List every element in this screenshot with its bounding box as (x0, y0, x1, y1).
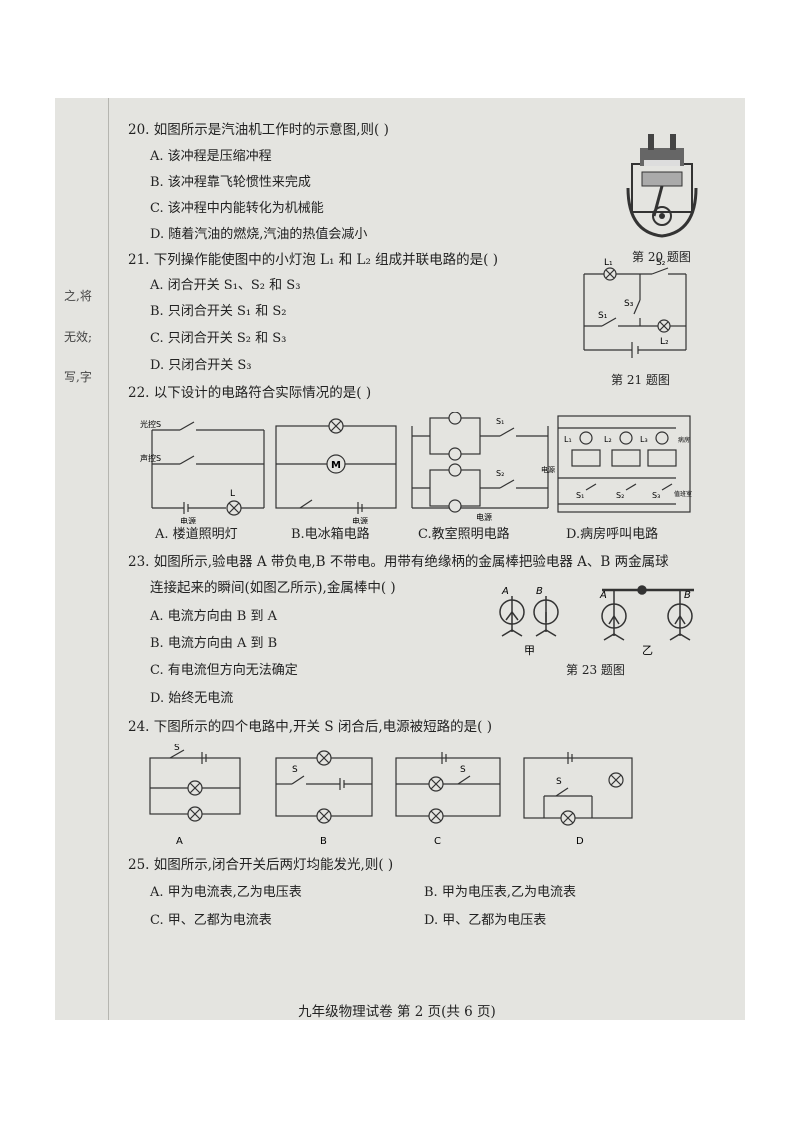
figure-yi-label: 乙 (642, 644, 653, 657)
question-23-option-a[interactable]: A. 电流方向由 B 到 A (150, 609, 277, 624)
figure-22-caption-a: A. 楼道照明灯 (155, 527, 238, 542)
question-23-option-d[interactable]: D. 始终无电流 (150, 691, 234, 706)
question-21-option-a[interactable]: A. 闭合开关 S₁、S₂ 和 S₃ (150, 278, 301, 293)
d-s2-label: S₂ (616, 491, 624, 500)
circuit-21-figure: L₁ S₂ S₃ S₁ L₂ (583, 258, 687, 358)
electroscope-figure: A B A B 甲 乙 (499, 585, 694, 657)
d-room2-label: 值班室 (674, 490, 692, 498)
question-20-option-d[interactable]: D. 随着汽油的燃烧,汽油的热值会减小 (150, 227, 368, 242)
d-l2-label: L₂ (604, 435, 612, 444)
question-21-option-d[interactable]: D. 只闭合开关 S₃ (150, 358, 252, 373)
d-room1-label: 病房 (678, 436, 690, 444)
margin-fragment: 无效; (64, 330, 93, 344)
circuit-24-caption-d: D (576, 836, 584, 847)
a-light-switch-label: 光控S (140, 419, 161, 429)
question-23-stem-line2: 连接起来的瞬间(如图乙所示),金属棒中( ) (150, 580, 396, 596)
a-lamp-label: L (230, 489, 235, 499)
d-source-label: 电源 (541, 465, 555, 474)
c-s1-label: S₁ (496, 417, 504, 426)
figure-22-caption-d: D.病房呼叫电路 (566, 527, 659, 542)
circuit-24-caption-c: C (434, 836, 441, 847)
b-motor-label: M (331, 460, 341, 471)
c-s2-label: S₂ (496, 469, 504, 478)
switch-label-a: S (174, 744, 180, 753)
label-s1: S₁ (598, 311, 608, 321)
question-24-stem: 24. 下图所示的四个电路中,开关 S 闭合后,电源被短路的是( ) (128, 719, 492, 735)
electroscope-a2-label: A (599, 590, 607, 601)
question-20-option-c[interactable]: C. 该冲程中内能转化为机械能 (150, 201, 324, 216)
figure-22-caption-c: C.教室照明电路 (418, 527, 510, 542)
page-footer: 九年级物理试卷 第 2 页(共 6 页) (298, 1004, 496, 1020)
d-s3-label: S₃ (652, 491, 660, 500)
d-l1-label: L₁ (564, 435, 572, 444)
question-20-option-b[interactable]: B. 该冲程靠飞轮惯性来完成 (150, 175, 311, 190)
question-21-option-b[interactable]: B. 只闭合开关 S₁ 和 S₂ (150, 304, 287, 319)
circuit-24-caption-a: A (176, 836, 183, 847)
figure-21-caption: 第 21 题图 (611, 373, 670, 387)
figure-jia-label: 甲 (524, 644, 535, 657)
question-25-option-a[interactable]: A. 甲为电流表,乙为电压表 (150, 885, 302, 900)
engine-figure (626, 134, 698, 238)
figure-22-caption-b: B.电冰箱电路 (291, 527, 370, 542)
question-21-option-c[interactable]: C. 只闭合开关 S₂ 和 S₃ (150, 331, 287, 346)
question-25-option-c[interactable]: C. 甲、乙都为电流表 (150, 913, 272, 928)
figure-20-caption: 第 20 题图 (632, 250, 691, 264)
d-s1-label: S₁ (576, 491, 584, 500)
question-25-option-d[interactable]: D. 甲、乙都为电压表 (424, 913, 547, 928)
exam-paper (55, 98, 745, 1020)
question-23-option-b[interactable]: B. 电流方向由 A 到 B (150, 636, 278, 651)
question-25-stem: 25. 如图所示,闭合开关后两灯均能发光,则( ) (128, 857, 394, 873)
figure-23-caption: 第 23 题图 (566, 663, 625, 677)
label-s3: S₃ (624, 299, 634, 309)
switch-label-d: S (556, 777, 562, 787)
question-21-stem: 21. 下列操作能使图中的小灯泡 L₁ 和 L₂ 组成并联电路的是( ) (128, 252, 499, 268)
circuits-24-figure: S S S S A B C D (149, 744, 633, 847)
circuit-24-caption-b: B (320, 836, 327, 847)
label-s2: S₂ (656, 258, 666, 268)
margin-fragment: 之,将 (64, 289, 92, 303)
question-20-option-a[interactable]: A. 该冲程是压缩冲程 (150, 149, 272, 164)
question-20-stem: 20. 如图所示是汽油机工作时的示意图,则( ) (128, 122, 389, 138)
a-source-label: 电源 (180, 516, 196, 524)
circuits-22-figure: 光控S 声控S 电源 L M 电源 S₁ S₂ 电源 L₁ L₂ L₃ S₁ S… (140, 412, 692, 524)
a-sound-switch-label: 声控S (140, 453, 161, 463)
electroscope-b2-label: B (684, 590, 691, 601)
question-22-stem: 22. 以下设计的电路符合实际情况的是( ) (128, 385, 372, 401)
electroscope-a-label: A (501, 586, 509, 597)
d-l3-label: L₃ (640, 435, 648, 444)
electroscope-b-label: B (536, 586, 543, 597)
label-l2: L₂ (660, 337, 669, 347)
c-source-label: 电源 (476, 512, 492, 522)
switch-label-b: S (292, 765, 298, 775)
page-fold-line (108, 98, 109, 1020)
label-l1: L₁ (604, 258, 613, 268)
question-25-option-b[interactable]: B. 甲为电压表,乙为电流表 (424, 885, 576, 900)
switch-label-c: S (460, 765, 466, 775)
b-source-label: 电源 (352, 516, 368, 524)
question-23-stem-line1: 23. 如图所示,验电器 A 带负电,B 不带电。用带有绝缘柄的金属棒把验电器 … (128, 554, 669, 570)
margin-fragment: 写,字 (64, 370, 92, 384)
question-23-option-c[interactable]: C. 有电流但方向无法确定 (150, 663, 298, 678)
